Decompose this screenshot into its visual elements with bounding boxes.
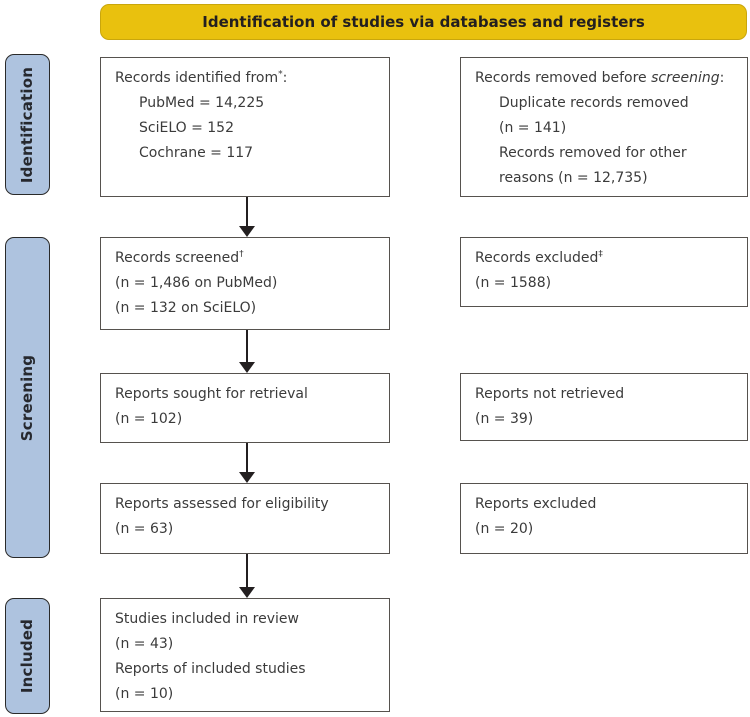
box-title-line: Records identified from*: — [115, 66, 379, 91]
box-line: (n = 63) — [115, 521, 174, 537]
box-line: Reports assessed for eligibility — [115, 496, 329, 512]
box-line: Reports sought for retrieval — [115, 386, 308, 402]
box-line: (n = 43) — [115, 636, 174, 652]
arrow-shaft — [246, 330, 248, 362]
reports-excluded-box: Reports excluded (n = 20) — [460, 483, 748, 554]
box-line: Reports excluded — [475, 496, 597, 512]
down-arrow-icon — [239, 554, 255, 598]
banner-title: Identification of studies via databases … — [100, 4, 747, 40]
box-line: Reports not retrieved — [475, 386, 625, 402]
down-arrow-icon — [239, 443, 255, 483]
box-line: Reports of included studies — [115, 661, 306, 677]
records-removed-box: Records removed before screening: Duplic… — [460, 57, 748, 197]
stage-label-screening: Screening — [5, 237, 50, 558]
box-line: (n = 1588) — [475, 275, 552, 291]
arrow-shaft — [246, 554, 248, 587]
box-title-text: Records screened — [115, 250, 240, 266]
stage-label-included: Included — [5, 598, 50, 714]
arrow-head — [239, 362, 255, 373]
stage-label-text: Included — [18, 618, 37, 694]
double-dagger-footnote-mark: ‡ — [598, 249, 603, 260]
box-line: (n = 20) — [475, 521, 534, 537]
box-title-line: Records screened† — [115, 246, 379, 271]
box-title-line: Records excluded‡ — [475, 246, 737, 271]
box-title-text: Records removed before — [475, 70, 647, 86]
records-identified-box: Records identified from*: PubMed = 14,22… — [100, 57, 390, 197]
box-line: Duplicate records removed — [499, 95, 689, 111]
studies-included-box: Studies included in review (n = 43) Repo… — [100, 598, 390, 712]
box-line: PubMed = 14,225 — [139, 95, 265, 111]
box-line: Records removed for other — [499, 145, 687, 161]
stage-label-text: Identification — [18, 66, 37, 183]
stage-label-text: Screening — [18, 354, 37, 441]
stage-label-identification: Identification — [5, 54, 50, 195]
box-title-line: Records removed before screening: — [475, 66, 737, 91]
down-arrow-icon — [239, 330, 255, 373]
records-excluded-box: Records excluded‡ (n = 1588) — [460, 237, 748, 307]
arrow-shaft — [246, 443, 248, 472]
box-title-text: Records excluded — [475, 250, 599, 266]
banner-title-text: Identification of studies via databases … — [202, 13, 645, 31]
box-title-text: Records identified from — [115, 70, 279, 86]
box-line: SciELO = 152 — [139, 120, 234, 136]
reports-assessed-box: Reports assessed for eligibility (n = 63… — [100, 483, 390, 554]
records-screened-box: Records screened† (n = 1,486 on PubMed) … — [100, 237, 390, 330]
box-line: reasons (n = 12,735) — [499, 170, 648, 186]
box-title-tail: : — [282, 70, 288, 86]
box-line: (n = 1,486 on PubMed) — [115, 275, 278, 291]
reports-not-retrieved-box: Reports not retrieved (n = 39) — [460, 373, 748, 441]
asterisk-footnote-mark: * — [278, 69, 283, 80]
box-line: (n = 132 on SciELO) — [115, 300, 257, 316]
arrow-shaft — [246, 197, 248, 226]
dagger-footnote-mark: † — [239, 249, 244, 260]
box-line: (n = 141) — [499, 120, 567, 136]
box-line: (n = 39) — [475, 411, 534, 427]
box-line: (n = 102) — [115, 411, 183, 427]
box-line: Studies included in review — [115, 611, 299, 627]
box-line: (n = 10) — [115, 686, 174, 702]
box-title-tail: : — [719, 70, 725, 86]
box-line: Cochrane = 117 — [139, 145, 254, 161]
arrow-head — [239, 587, 255, 598]
arrow-head — [239, 226, 255, 237]
reports-sought-box: Reports sought for retrieval (n = 102) — [100, 373, 390, 443]
down-arrow-icon — [239, 197, 255, 237]
box-title-italic: screening — [651, 70, 720, 86]
arrow-head — [239, 472, 255, 483]
